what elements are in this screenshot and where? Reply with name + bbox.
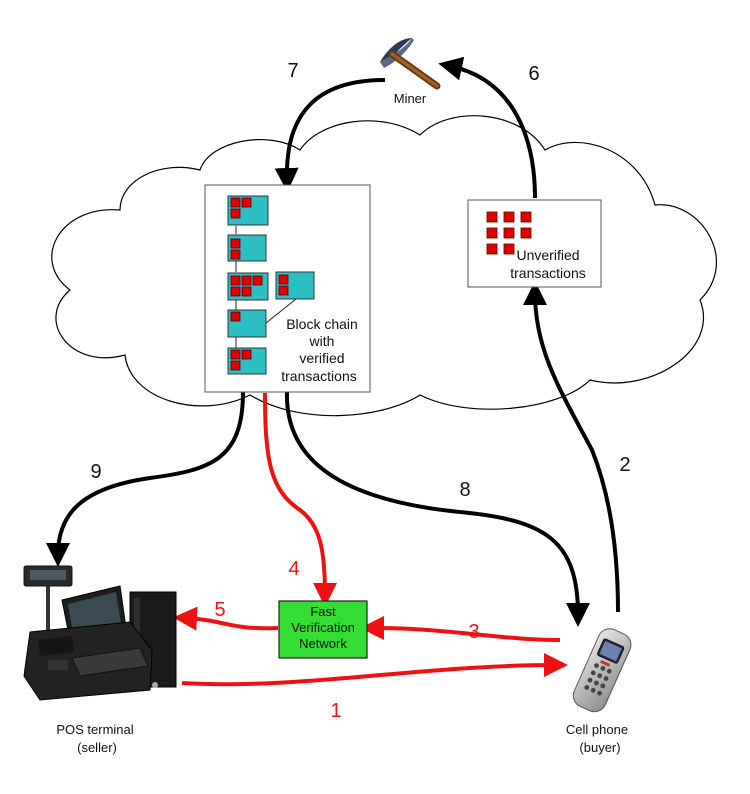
step-2: 2 — [619, 454, 630, 476]
arrow-3 — [360, 616, 561, 642]
phone-label-1: Cell phone — [566, 722, 628, 737]
step-7: 7 — [287, 60, 298, 82]
block-5 — [227, 347, 267, 375]
blockchain-label-2: with — [309, 333, 335, 349]
unverified-label-1: Unverified — [516, 247, 579, 263]
fvn-label-3: Network — [299, 636, 347, 651]
blockchain-label-1: Block chain — [286, 316, 358, 332]
fvn-label-2: Verification — [291, 620, 355, 635]
step-3: 3 — [468, 621, 479, 643]
step-8: 8 — [459, 479, 470, 501]
block-4 — [227, 309, 267, 338]
fvn-box — [278, 600, 368, 659]
block-1 — [227, 195, 269, 226]
pending-transactions — [486, 211, 532, 255]
step-9: 9 — [90, 461, 101, 483]
block-orphan — [275, 271, 315, 300]
arrow-4 — [263, 392, 337, 607]
step-5: 5 — [214, 599, 225, 621]
cloud — [51, 115, 718, 417]
pos-label-1: POS terminal — [56, 722, 133, 737]
fvn-label-1: Fast — [310, 604, 336, 619]
pickaxe-icon — [380, 38, 441, 90]
step-6: 6 — [528, 63, 539, 85]
arrow-1 — [181, 653, 568, 687]
arrow-5 — [173, 606, 279, 631]
unverified-label-2: transactions — [510, 265, 585, 281]
blockchain-label-3: verified — [299, 350, 344, 366]
step-4: 4 — [288, 558, 299, 580]
pos-label-2: (seller) — [77, 740, 117, 755]
cell-phone-icon — [572, 628, 632, 713]
arrow-6 — [438, 56, 537, 199]
block-3 — [227, 272, 269, 301]
phone-label-2: (buyer) — [579, 740, 620, 755]
miner-label: Miner — [394, 91, 427, 106]
pos-terminal-icon — [23, 565, 177, 701]
blockchain-label-4: transactions — [281, 368, 356, 384]
arrow-9 — [46, 391, 245, 567]
step-1: 1 — [330, 700, 341, 722]
arrow-8 — [284, 391, 590, 627]
chain-links — [235, 226, 297, 348]
block-2 — [227, 234, 267, 262]
arrow-2 — [523, 281, 620, 613]
arrow-7 — [274, 78, 386, 192]
